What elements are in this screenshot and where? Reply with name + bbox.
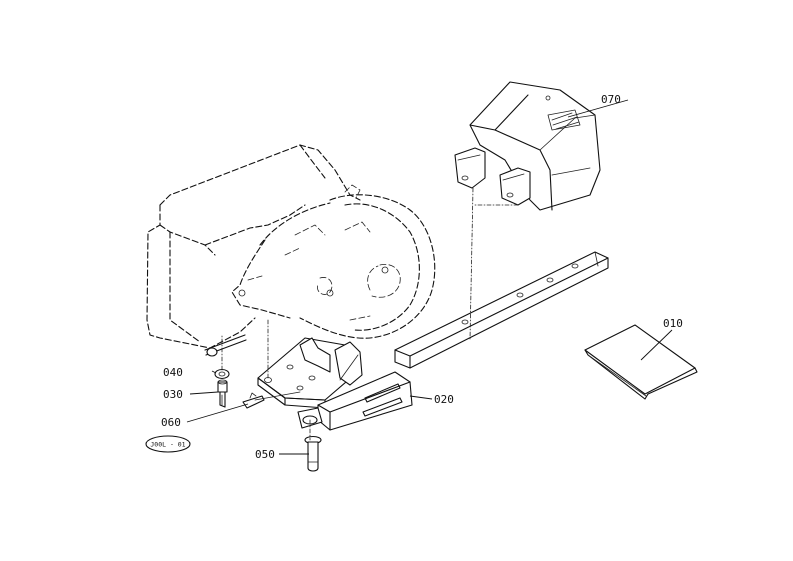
drawbar xyxy=(394,251,609,369)
callout-060: 060 xyxy=(161,416,181,429)
callout-030: 030 xyxy=(163,388,183,401)
callout-070: 070 xyxy=(601,93,621,106)
reference-stamp: J00L - 01 xyxy=(145,435,191,453)
assembly-lines xyxy=(221,187,519,441)
cover-fender xyxy=(454,81,601,211)
callout-020: 020 xyxy=(434,393,454,406)
callout-040: 040 xyxy=(163,366,183,379)
pin xyxy=(304,435,322,472)
manual-book xyxy=(584,324,698,400)
bolt xyxy=(217,379,228,408)
clip xyxy=(242,392,265,409)
callout-050: 050 xyxy=(255,448,275,461)
washer xyxy=(214,368,230,380)
engine-transmission xyxy=(146,144,436,357)
leader-lines xyxy=(186,99,673,455)
stamp-text: J00L - 01 xyxy=(150,441,185,449)
mounting-bracket xyxy=(257,337,413,431)
callout-010: 010 xyxy=(663,317,683,330)
